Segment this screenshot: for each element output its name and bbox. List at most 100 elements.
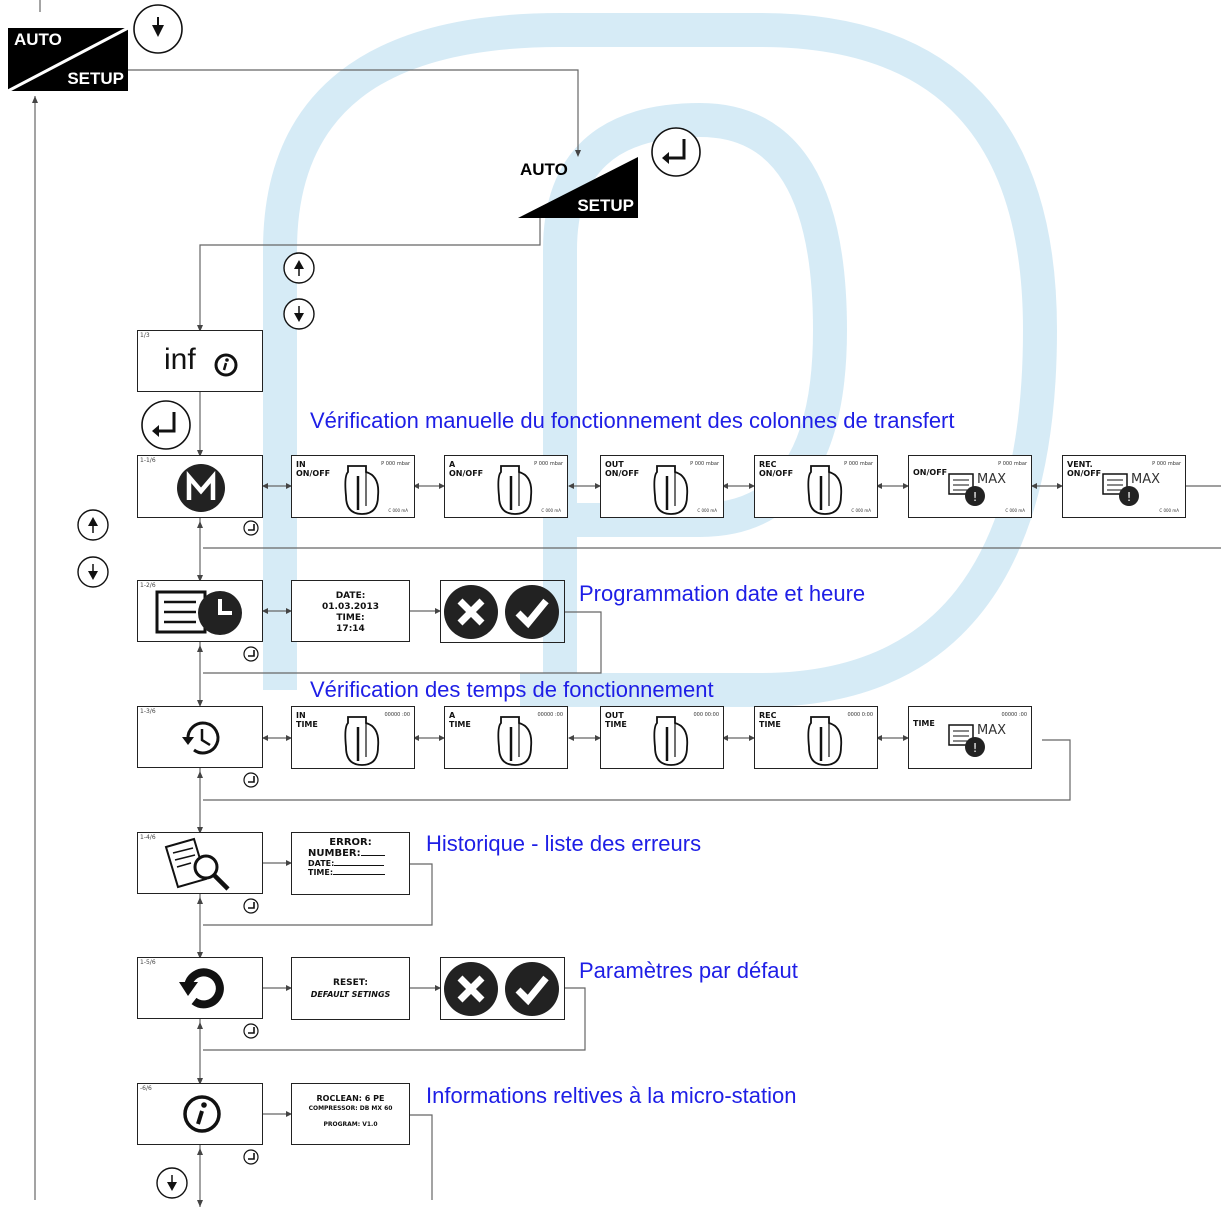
down-arrow-button[interactable]: [282, 297, 316, 331]
display-value: 0000 0:00: [847, 712, 873, 718]
datetime-title: Programmation date et heure: [579, 581, 866, 606]
display-value: 00000 :00: [384, 712, 410, 718]
display-value: P 000 mbar: [1152, 461, 1181, 467]
tank-icon: [497, 465, 533, 515]
display-label: VENT. ON/OFF: [1067, 460, 1102, 478]
info-icon: [183, 1095, 221, 1133]
program-version: PROGRAM: V1.0: [323, 1121, 378, 1128]
tank-icon: [497, 716, 533, 766]
display-value: P 000 mbar: [844, 461, 873, 467]
menu-index: 1-3/6: [140, 708, 156, 715]
auto-label: AUTO: [520, 160, 568, 179]
number-label: NUMBER:: [308, 848, 361, 859]
info-icon: [214, 353, 238, 377]
auto-setup-key-top[interactable]: AUTO SETUP: [8, 28, 128, 91]
date-label: DATE:: [335, 591, 366, 601]
station-info-display: ROCLEAN: 6 PE COMPRESSOR: DB MX 60 PROGR…: [291, 1083, 410, 1145]
clock-settings-icon: [155, 590, 242, 635]
setup-label: SETUP: [67, 69, 124, 88]
display-label: OUT TIME: [605, 711, 627, 729]
time-value: 17:14: [336, 624, 365, 634]
blower-icon: !: [1102, 473, 1139, 506]
info-label: inf: [164, 343, 196, 376]
enter-icon: [243, 520, 259, 536]
menu-datetime[interactable]: 1-2/6: [137, 580, 263, 642]
reset-label: RESET:: [333, 978, 368, 988]
down-arrow-button[interactable]: [132, 3, 184, 55]
enter-button[interactable]: [140, 399, 192, 451]
menu-index: 1/3: [140, 332, 150, 339]
enter-icon: [243, 646, 259, 662]
enter-icon: [243, 898, 259, 914]
display-label: REC ON/OFF: [759, 460, 794, 478]
display-current: C 000 mA: [851, 508, 871, 513]
display-current: C 000 mA: [1159, 508, 1179, 513]
tank-icon: [344, 716, 380, 766]
menu-index: 1-5/6: [140, 959, 156, 966]
display-value: 00000 :00: [537, 712, 563, 718]
manual-m-icon: [177, 464, 225, 512]
down-arrow-button[interactable]: [155, 1166, 189, 1200]
tank-icon: [807, 716, 843, 766]
display-label: A TIME: [449, 711, 471, 729]
up-arrow-button[interactable]: [282, 251, 316, 285]
display-label: ON/OFF: [913, 468, 948, 477]
manual-test-display[interactable]: REC ON/OFF P 000 mbar C 000 mA: [754, 455, 878, 518]
up-arrow-button[interactable]: [76, 508, 110, 542]
compressor-info: COMPRESSOR: DB MX 60: [308, 1105, 393, 1112]
display-label: IN TIME: [296, 711, 318, 729]
manual-test-display[interactable]: IN ON/OFF P 000 mbar C 000 mA: [291, 455, 415, 518]
display-current: C 000 mA: [388, 508, 408, 513]
manual-test-display[interactable]: OUT ON/OFF P 000 mbar C 000 mA: [600, 455, 724, 518]
display-label: REC TIME: [759, 711, 781, 729]
runtime-display[interactable]: REC TIME 0000 0:00: [754, 706, 878, 769]
display-label: A ON/OFF: [449, 460, 484, 478]
display-value: P 000 mbar: [690, 461, 719, 467]
error-display: ERROR: NUMBER: DATE: TIME:: [291, 832, 410, 895]
display-value: P 000 mbar: [381, 461, 410, 467]
runtime-display[interactable]: OUT TIME 000 00:00: [600, 706, 724, 769]
cancel-icon[interactable]: [443, 584, 499, 640]
time-label: TIME:: [336, 613, 365, 623]
auto-setup-key-center[interactable]: AUTO SETUP: [518, 157, 638, 218]
display-current: C 000 mA: [1005, 508, 1025, 513]
display-label: IN ON/OFF: [296, 460, 331, 478]
menu-manual[interactable]: 1-1/6: [137, 455, 263, 518]
runtime-display[interactable]: A TIME 00000 :00: [444, 706, 568, 769]
station-info-title: Informations reltives à la micro-station: [426, 1083, 797, 1108]
manual-test-display[interactable]: VENT. ON/OFF P 000 mbar C 000 mA!MAX: [1062, 455, 1186, 518]
menu-reset[interactable]: 1-5/6: [137, 957, 263, 1019]
max-label: MAX: [1131, 472, 1161, 487]
search-document-icon: [164, 837, 230, 891]
setup-label: SETUP: [577, 196, 634, 215]
cancel-icon[interactable]: [443, 961, 499, 1017]
menu-index: -6/6: [140, 1085, 152, 1092]
menu-index: 1-2/6: [140, 582, 156, 589]
svg-text:!: !: [973, 741, 978, 755]
tank-icon: [653, 716, 689, 766]
down-arrow-button[interactable]: [76, 555, 110, 589]
display-value: 00000 :00: [1001, 712, 1027, 718]
menu-about[interactable]: -6/6: [137, 1083, 263, 1145]
menu-index: 1-1/6: [140, 457, 156, 464]
enter-button[interactable]: [650, 126, 702, 178]
max-label: MAX: [977, 472, 1007, 487]
display-label: OUT ON/OFF: [605, 460, 640, 478]
confirm-icon[interactable]: [504, 584, 560, 640]
enter-icon: [243, 772, 259, 788]
runtime-title: Vérification des temps de fonctionnement: [310, 677, 714, 702]
confirm-icon[interactable]: [504, 961, 560, 1017]
display-current: C 000 mA: [697, 508, 717, 513]
blower-icon: !: [948, 724, 985, 757]
menu-info[interactable]: 1/3 inf: [137, 330, 263, 392]
runtime-display[interactable]: IN TIME 00000 :00: [291, 706, 415, 769]
menu-runtime[interactable]: 1-3/6: [137, 706, 263, 768]
menu-history[interactable]: 1-4/6: [137, 832, 263, 894]
station-name: ROCLEAN: 6 PE: [316, 1094, 385, 1103]
reset-icon: [179, 968, 224, 1009]
error-label: ERROR:: [329, 837, 372, 848]
display-value: 000 00:00: [693, 712, 719, 718]
